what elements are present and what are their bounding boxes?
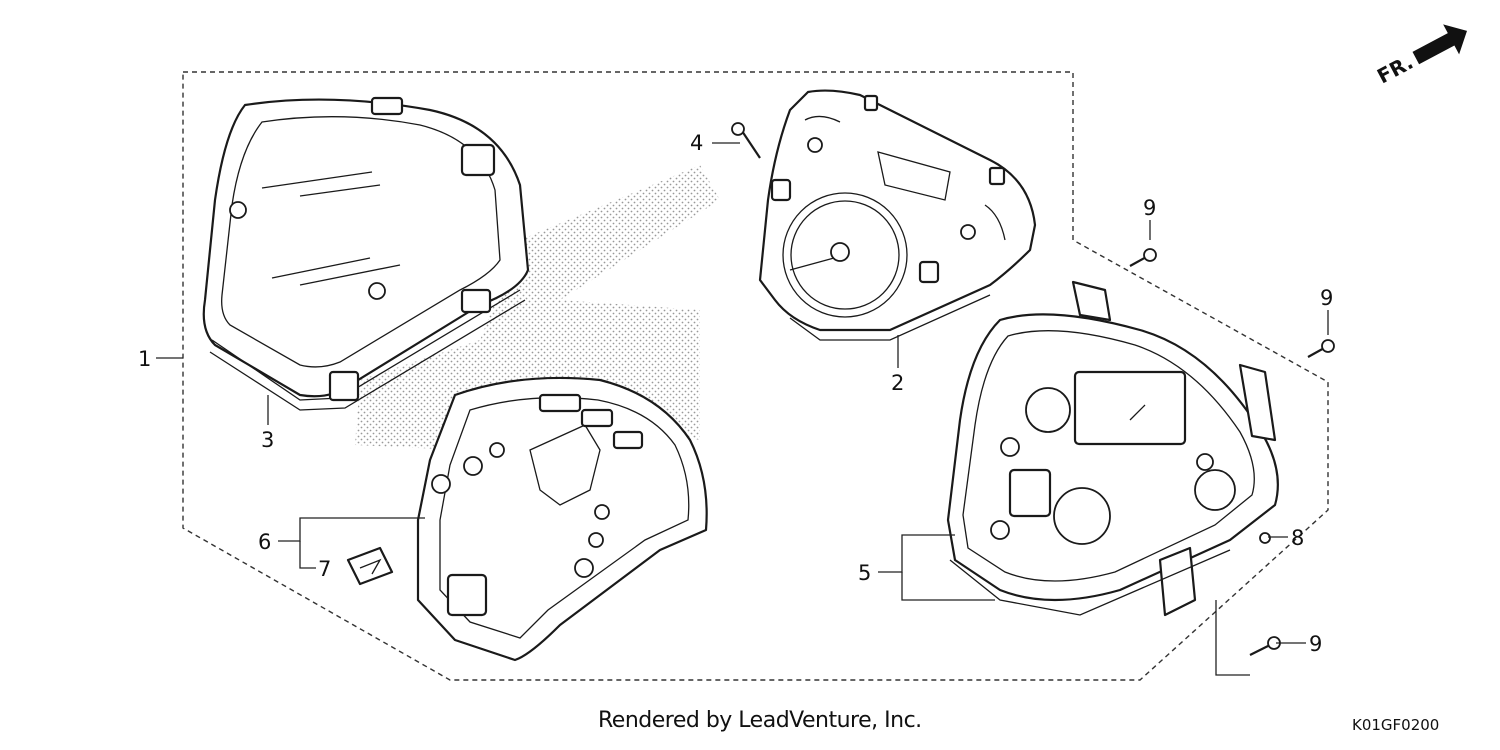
meter-case-part [946,280,1279,617]
callout-2: 2 [891,371,904,395]
callout-9-bottom: 9 [1309,632,1322,656]
emblem-part [346,546,394,586]
meter-panel-part [416,376,708,662]
screw-4-part [731,122,761,159]
screw-9b-part [1307,339,1335,358]
callout-7: 7 [318,557,331,581]
screw-9a-part [1129,248,1157,267]
assembly-boundary [182,71,1329,681]
front-arrow-icon [1412,24,1468,65]
meter-assembly-part [758,89,1037,341]
footer-credit: Rendered by LeadVenture, Inc. [598,708,922,733]
callout-9-top: 9 [1143,196,1156,220]
meter-cover-part [202,96,530,411]
diagram-code: K01GF0200 [1352,716,1440,734]
callout-6: 6 [258,530,271,554]
leader-lines [156,142,1329,676]
callout-1: 1 [138,347,151,371]
front-label: FR. [1373,50,1417,89]
callout-4: 4 [690,131,703,155]
callout-3: 3 [261,428,274,452]
screw-9c-part [1249,636,1281,656]
callout-9-right: 9 [1320,286,1333,310]
stipple-shading [355,165,720,450]
front-direction-indicator: FR. [1373,24,1468,89]
callout-5: 5 [858,561,871,585]
screw-8-part [1259,532,1271,544]
callout-8: 8 [1291,526,1304,550]
